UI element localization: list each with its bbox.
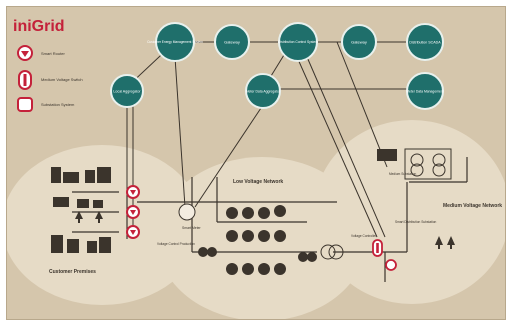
node-label-gateway-2: Gateway <box>351 40 367 45</box>
smart-meter-icon <box>178 203 196 221</box>
house-icon <box>274 230 286 242</box>
building-icon <box>53 197 69 207</box>
brand-title: iniGrid <box>13 18 65 35</box>
tree-icon <box>207 247 217 257</box>
label-voltage-controller: Voltage Controller <box>351 234 377 238</box>
tree-icon <box>435 236 443 249</box>
mv-trees <box>435 236 455 249</box>
house-icon <box>258 230 270 242</box>
customer-buildings <box>51 167 111 253</box>
grid-diagram: iniGrid Smart Router Medium Voltage Swit… <box>7 18 505 319</box>
legend-label-substation: Substation System <box>41 102 75 107</box>
label-voltage-control: Voltage Control Production <box>157 242 195 246</box>
node-distribution-control: Distribution Control System <box>278 22 318 62</box>
tree-icon <box>95 211 103 223</box>
area-label-medium-voltage: Medium Voltage Network <box>443 203 502 209</box>
label-smart-meter: Smart Meter <box>182 226 202 230</box>
substation-system-icon <box>385 259 397 271</box>
building-icon <box>51 167 61 183</box>
node-distribution-scada: Distribution SCADA <box>406 23 444 61</box>
node-cgms: Customer Energy Management System <box>147 22 203 62</box>
medium-substation-icon <box>377 149 397 161</box>
customer-zone <box>7 145 202 305</box>
building-icon <box>77 199 89 208</box>
substation-transformer-icon <box>410 153 446 177</box>
node-meter-management: Meter Data Management <box>406 72 444 110</box>
node-meter-aggregator: Meter Data Aggregator <box>245 73 281 109</box>
medium-voltage-switch-icon <box>372 239 383 257</box>
node-label-cgms: Customer Energy Management System <box>147 40 203 44</box>
area-label-customer-premises: Customer Premises <box>49 269 96 275</box>
substation-system-icon <box>17 97 33 112</box>
node-label-meter-management: Meter Data Management <box>406 90 444 94</box>
node-label-local-aggregator: Local Aggregator <box>113 90 141 94</box>
node-label-meter-aggregator: Meter Data Aggregator <box>246 90 281 94</box>
area-label-low-voltage: Low Voltage Network <box>233 179 283 185</box>
diagram-frame: iniGrid Smart Router Medium Voltage Swit… <box>6 6 506 320</box>
tree-icon <box>198 247 208 257</box>
house-icon <box>242 230 254 242</box>
house-icon <box>274 263 286 275</box>
building-icon <box>85 170 95 183</box>
lv-trees <box>198 247 317 262</box>
smart-router-icon <box>17 45 33 61</box>
node-gateway-2: Gateway <box>341 24 377 60</box>
smart-router-icon <box>126 185 140 199</box>
node-gateway-1: Gateway <box>214 24 250 60</box>
legend-label-mv-switch: Medium Voltage Switch <box>41 77 83 82</box>
building-icon <box>97 167 111 183</box>
tree-icon <box>298 252 308 262</box>
label-smart-distribution: Smart Distribution Substation <box>395 220 437 224</box>
legend: Smart Router Medium Voltage Switch Subst… <box>17 45 83 112</box>
tree-icon <box>447 236 455 249</box>
house-icon <box>274 205 286 217</box>
house-icon <box>242 263 254 275</box>
node-label-distribution-scada: Distribution SCADA <box>409 41 441 45</box>
medium-voltage-zone <box>314 120 505 304</box>
house-icon <box>226 207 238 219</box>
node-label-gateway-1: Gateway <box>224 40 240 45</box>
house-icon <box>226 230 238 242</box>
label-medium-substation: Medium Substation <box>389 172 417 176</box>
smart-router-icon <box>126 225 140 239</box>
smart-router-icon <box>126 205 140 219</box>
building-icon <box>87 241 97 253</box>
house-icon <box>258 263 270 275</box>
house-icon <box>258 207 270 219</box>
substation-frame <box>404 148 452 180</box>
legend-label-smart-router: Smart Router <box>41 51 65 56</box>
tree-icon <box>307 252 317 262</box>
node-label-distribution-control: Distribution Control System <box>278 40 318 44</box>
medium-voltage-switch-icon <box>18 70 32 90</box>
building-icon <box>51 235 63 253</box>
building-icon <box>67 239 79 253</box>
customer-trees <box>75 211 103 223</box>
building-icon <box>93 200 103 208</box>
node-local-aggregator: Local Aggregator <box>110 74 144 108</box>
building-icon <box>63 172 79 183</box>
building-icon <box>99 237 111 253</box>
transformer-icon <box>320 244 344 260</box>
houses <box>226 205 286 275</box>
tree-icon <box>75 211 83 223</box>
house-icon <box>242 207 254 219</box>
house-icon <box>226 263 238 275</box>
